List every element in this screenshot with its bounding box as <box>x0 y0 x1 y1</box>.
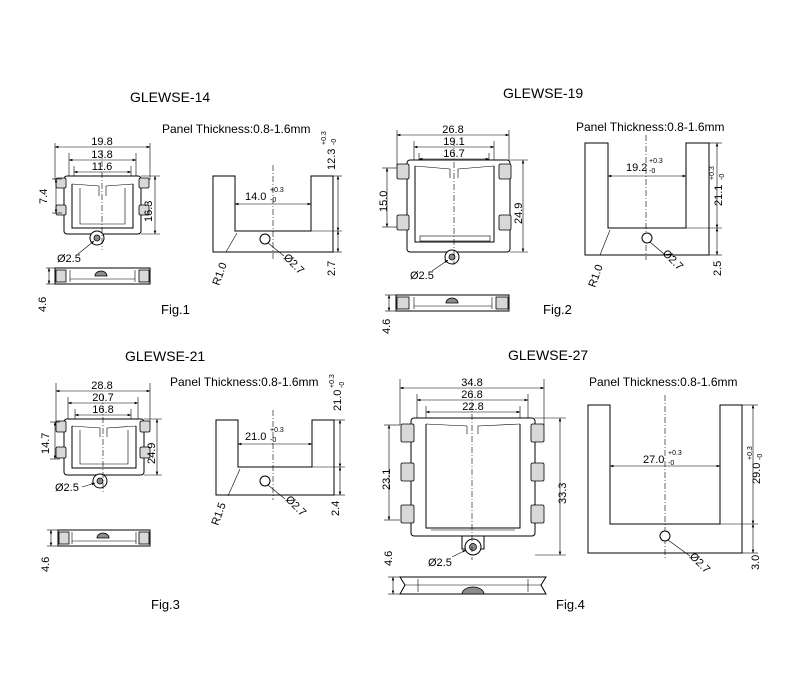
cutout-offset: 2.7 <box>326 261 338 276</box>
figure-2: GLEWSE-19 Panel Thickness:0.8-1.6mm 26.8… <box>378 85 726 334</box>
model-title: GLEWSE-21 <box>125 348 205 364</box>
dim-height-right: 24.9 <box>513 203 525 224</box>
svg-text:-0: -0 <box>339 382 346 388</box>
part-bottom-view: 4.6 <box>383 551 547 595</box>
svg-text:-0: -0 <box>270 197 276 204</box>
dim-height-right: 24.9 <box>146 443 158 464</box>
panel-thickness-note: Panel Thickness:0.8-1.6mm <box>170 375 319 389</box>
cutout-hole-leader <box>649 241 665 255</box>
svg-text:-0: -0 <box>719 174 726 180</box>
svg-text:-0: -0 <box>270 437 276 444</box>
dim-hole: Ø2.5 <box>428 557 452 569</box>
figure-3: GLEWSE-21 Panel Thickness:0.8-1.6mm 28.8… <box>40 348 346 612</box>
dim-thickness: 4.6 <box>381 319 393 334</box>
dim-width-outer: 34.8 <box>461 377 482 389</box>
dim-width-outer: 19.8 <box>91 136 112 148</box>
height-dimensions: 15.0 24.9 <box>378 159 528 253</box>
dim-hole: Ø2.5 <box>55 482 79 494</box>
part-bottom-view: 4.6 <box>381 294 510 334</box>
dim-height-left: 14.7 <box>40 433 52 454</box>
figure-1: GLEWSE-14 Panel Thickness:0.8-1.6mm 19.8… <box>37 89 342 317</box>
dim-height-right: 33.3 <box>557 483 569 504</box>
svg-text:-0: -0 <box>757 454 764 460</box>
svg-text:+0.3: +0.3 <box>270 187 284 194</box>
dim-hole: Ø2.5 <box>410 270 434 282</box>
height-dimensions: 14.7 24.9 <box>40 418 162 476</box>
figure-4: GLEWSE-27 Panel Thickness:0.8-1.6mm 34.8… <box>381 347 764 612</box>
cutout-radius: R1.0 <box>211 261 230 287</box>
figure-label: Fig.3 <box>151 597 180 612</box>
width-dimensions: 34.8 26.8 22.8 <box>399 377 545 425</box>
hole-leader <box>81 482 96 488</box>
svg-text:+0.3: +0.3 <box>270 427 284 434</box>
part-bottom-view: 4.6 <box>40 529 151 572</box>
svg-text:-0: -0 <box>649 168 655 175</box>
cutout-height: 21.0 <box>332 390 344 411</box>
panel-cutout: 19.2 +0.3 -0 Ø2.7 R1.0 21.1 +0.3 -0 2.5 <box>584 135 726 289</box>
height-dimensions: 23.1 33.3 <box>381 417 569 556</box>
part-bottom-view: 4.6 <box>37 267 151 312</box>
height-dimensions: 7.4 16.3 <box>38 175 160 235</box>
panel-cutout: 14.0 +0.3 -0 Ø2.7 R1.0 12.3 +0.3 -0 2.7 <box>211 131 342 287</box>
cutout-width: 19.2 <box>626 162 647 174</box>
cutout-radius: R1.0 <box>587 263 606 289</box>
model-title: GLEWSE-27 <box>508 347 588 363</box>
panel-thickness-note: Panel Thickness:0.8-1.6mm <box>162 122 311 136</box>
hole-leader <box>431 259 449 272</box>
cutout-width: 14.0 <box>245 191 266 203</box>
dim-height-right: 16.3 <box>143 201 155 222</box>
panel-thickness-note: Panel Thickness:0.8-1.6mm <box>576 120 725 134</box>
svg-text:+0.3: +0.3 <box>747 446 754 460</box>
dim-width-inner: 22.8 <box>462 401 483 413</box>
panel-cutout: 27.0 +0.3 -0 Ø2.7 29.0 +0.3 -0 3.0 <box>587 395 764 576</box>
svg-text:-0: -0 <box>331 139 338 145</box>
cutout-hole: Ø2.7 <box>281 252 306 277</box>
panel-cutout: 21.0 +0.3 -0 Ø2.7 R1.5 21.0 +0.3 -0 2.4 <box>210 374 346 527</box>
cutout-offset: 2.4 <box>330 501 342 516</box>
part-front-view <box>55 150 150 250</box>
dim-thickness: 4.6 <box>383 551 395 566</box>
cutout-hole: Ø2.7 <box>687 551 712 576</box>
cutout-hole: Ø2.7 <box>283 494 308 519</box>
figure-label: Fig.1 <box>161 302 190 317</box>
cutout-width: 21.0 <box>245 431 266 443</box>
dim-height-left: 7.4 <box>38 189 50 204</box>
cutout-height: 29.0 <box>751 463 763 484</box>
cutout-hole-leader <box>667 539 691 557</box>
cutout-height: 12.3 <box>326 149 338 170</box>
figure-label: Fig.2 <box>543 302 572 317</box>
cutout-height: 21.1 <box>713 185 725 206</box>
dim-width-outer: 28.8 <box>91 380 112 392</box>
svg-text:+0.3: +0.3 <box>668 450 682 457</box>
panel-thickness-note: Panel Thickness:0.8-1.6mm <box>589 375 738 389</box>
dim-height-left: 23.1 <box>381 469 393 490</box>
dim-hole: Ø2.5 <box>57 253 81 265</box>
svg-text:-0: -0 <box>668 460 674 467</box>
model-title: GLEWSE-14 <box>130 89 210 105</box>
cutout-offset: 2.5 <box>712 261 724 276</box>
cutout-hole-leader <box>267 484 286 500</box>
hole-leader <box>77 240 95 255</box>
cutout-offset: 3.0 <box>750 555 762 570</box>
svg-text:+0.3: +0.3 <box>709 166 716 180</box>
dim-thickness: 4.6 <box>40 557 52 572</box>
cutout-radius: R1.5 <box>210 501 229 527</box>
part-front-view <box>55 395 151 492</box>
model-title: GLEWSE-19 <box>503 85 583 101</box>
svg-text:+0.3: +0.3 <box>321 131 328 145</box>
cutout-hole-leader <box>267 242 285 257</box>
dim-thickness: 4.6 <box>37 297 49 312</box>
svg-text:+0.3: +0.3 <box>649 158 663 165</box>
cutout-width: 27.0 <box>643 454 664 466</box>
part-front-view <box>400 392 545 560</box>
svg-text:+0.3: +0.3 <box>329 374 336 388</box>
figure-label: Fig.4 <box>556 597 585 612</box>
dim-height-left: 15.0 <box>378 191 390 212</box>
part-front-view <box>396 140 512 265</box>
dim-width-outer: 26.8 <box>442 124 463 136</box>
hole-leader <box>451 549 467 558</box>
